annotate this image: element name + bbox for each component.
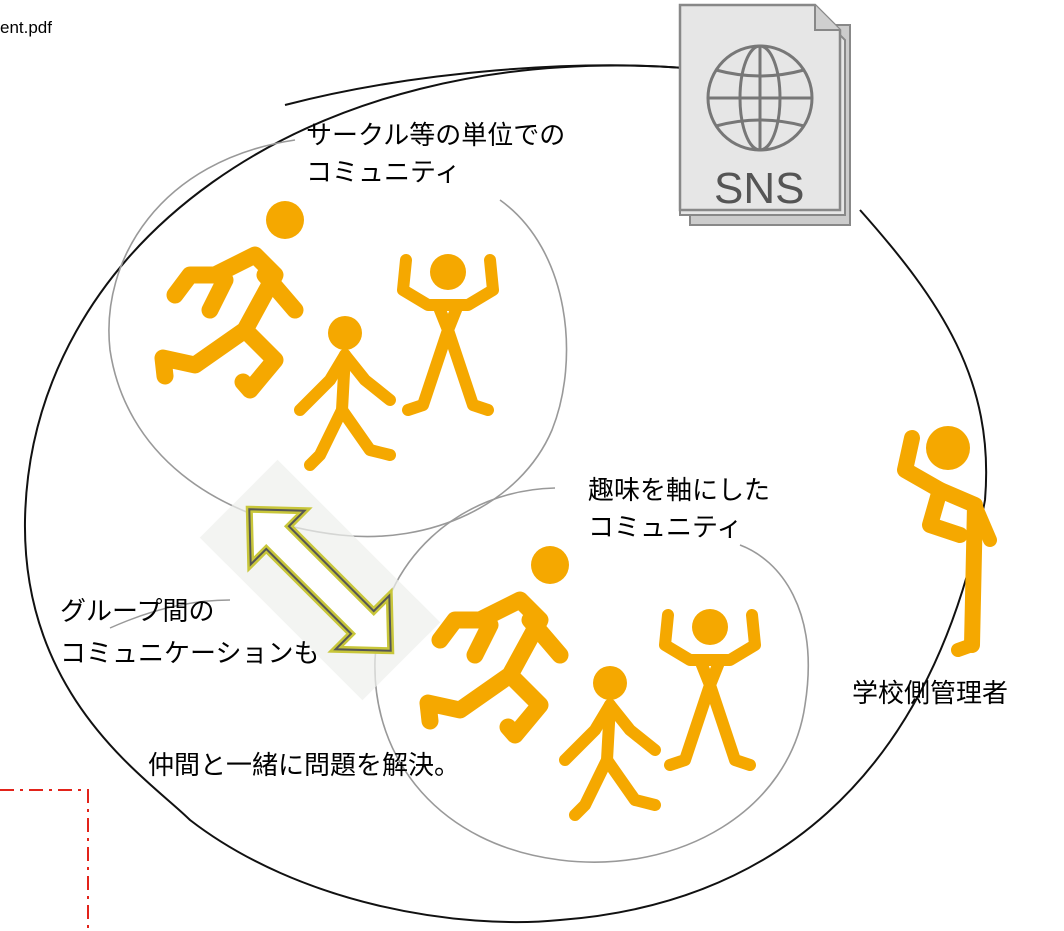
double-arrow-icon [199,459,441,701]
file-label: ent.pdf [0,18,52,37]
between-groups-label-line1: グループ間の [60,597,215,627]
top-group-label-line2: コミュニティ [306,158,461,188]
admin-figure [897,426,997,657]
bottom-group-label-line1: 趣味を軸にした [588,476,771,506]
outer-boundary-circle [23,64,988,924]
red-dashed-frame [0,789,89,931]
sns-document-icon [678,3,851,226]
bottom-group-circle [374,487,809,863]
globe-icon [706,44,814,152]
sns-label: SNS [714,164,805,213]
admin-label: 学校側管理者 [852,679,1009,709]
between-groups-label-line2: コミュニケーションも [60,639,320,669]
solve-problem-text: 仲間と一緒に問題を解決。 [148,751,461,781]
bottom-group-label-line2: コミュニティ [588,513,743,543]
top-group-label-line1: サークル等の単位での [306,121,566,151]
